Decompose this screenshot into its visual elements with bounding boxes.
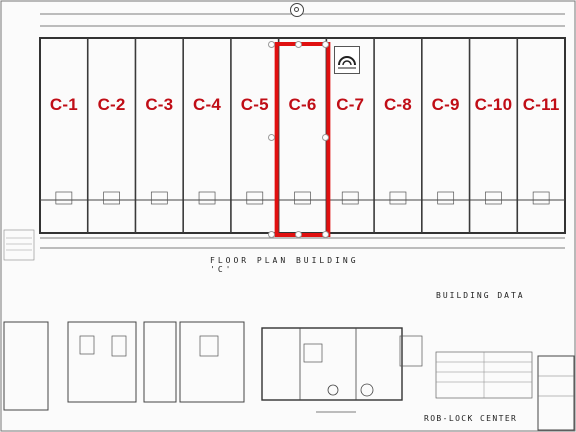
detail-restroom-b xyxy=(143,321,177,403)
center-name: ROB-LOCK CENTER xyxy=(424,414,518,423)
unit-restroom xyxy=(246,191,264,205)
unit-label-c-10[interactable]: C-10 xyxy=(474,95,513,114)
selection-handle-left[interactable] xyxy=(268,134,275,141)
unit-label-c-9[interactable]: C-9 xyxy=(431,95,460,114)
unit-label-c-8[interactable]: C-8 xyxy=(383,95,412,114)
unit-label-c-3[interactable]: C-3 xyxy=(145,95,174,114)
floor-plan-title: FLOOR PLAN BUILDING 'C' xyxy=(210,256,359,274)
unit-restroom xyxy=(389,191,407,205)
unit-label-c-2[interactable]: C-2 xyxy=(97,95,126,114)
unit-label-c-6[interactable]: C-6 xyxy=(288,95,317,114)
unit-restroom xyxy=(294,191,311,205)
detail-restroom-c xyxy=(179,321,245,403)
unit-restroom xyxy=(103,191,120,205)
selection-handle-bottom-right[interactable] xyxy=(322,231,329,238)
detail-restroom-left xyxy=(3,321,49,411)
unit-label-c-4[interactable]: C-4 xyxy=(193,95,222,114)
unit-restroom xyxy=(485,191,502,205)
rotate-handle-icon[interactable] xyxy=(290,3,304,17)
unit-partitions xyxy=(55,38,550,233)
unit-label-c-7[interactable]: C-7 xyxy=(336,95,365,114)
unit-restroom xyxy=(150,191,168,205)
unit-restroom xyxy=(532,191,550,205)
unit-label-c-11[interactable]: C-11 xyxy=(522,95,560,114)
logo-badge-icon xyxy=(334,46,360,74)
unit-label-c-5[interactable]: C-5 xyxy=(240,95,269,114)
selection-handle-top-right[interactable] xyxy=(322,41,329,48)
title-block xyxy=(537,355,575,431)
detail-restroom-a xyxy=(67,321,137,403)
selection-handle-bottom[interactable] xyxy=(295,231,302,238)
unit-restroom xyxy=(437,191,455,205)
unit-restroom xyxy=(55,191,73,205)
selection-handle-top-left[interactable] xyxy=(268,41,275,48)
unit-restroom xyxy=(198,191,216,205)
selection-handle-bottom-left[interactable] xyxy=(268,231,275,238)
left-notes xyxy=(3,229,35,261)
detail-enlarged-plan xyxy=(261,327,403,401)
building-data-title: BUILDING DATA xyxy=(436,291,525,300)
unit-label-c-1[interactable]: C-1 xyxy=(49,95,78,114)
unit-restroom xyxy=(341,191,359,205)
selection-handle-top[interactable] xyxy=(295,41,302,48)
selected-unit-outline xyxy=(274,42,331,237)
selection-handle-right[interactable] xyxy=(322,134,329,141)
